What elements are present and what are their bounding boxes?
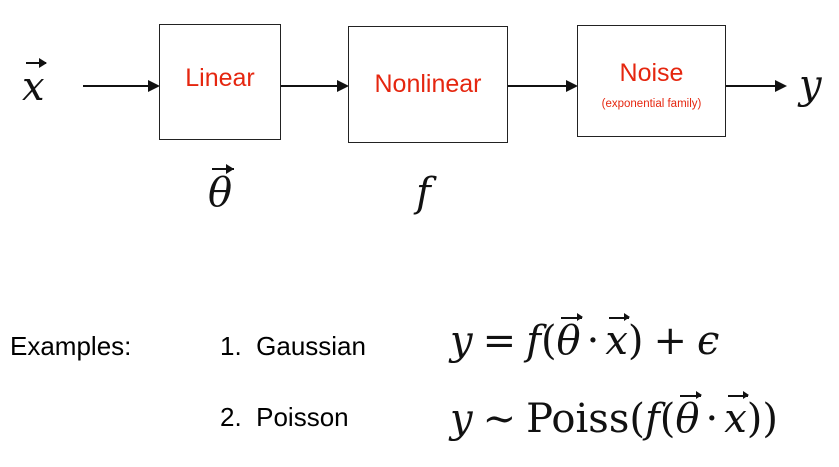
eq2-close: ) bbox=[746, 396, 763, 442]
eq1-open: ( bbox=[540, 318, 557, 364]
eq1-theta: θ bbox=[556, 313, 583, 364]
eq1-noise: ϵ bbox=[697, 318, 720, 364]
eq2-f: f bbox=[644, 396, 660, 442]
eq1-x: x bbox=[605, 313, 630, 364]
eq2-relation: ∼ bbox=[482, 396, 517, 442]
linear-parameter: θ bbox=[208, 164, 235, 216]
example-1-equation: y=f(θ·x)+ϵ bbox=[450, 313, 720, 364]
eq2-x: x bbox=[724, 391, 749, 442]
eq2-open: ( bbox=[659, 396, 676, 442]
eq2-close-outer: ) bbox=[762, 396, 778, 442]
arrow-head-nonlinear-to-noise bbox=[566, 80, 578, 92]
noise-block: Noise (exponential family) bbox=[577, 25, 726, 137]
eq1-close: ) bbox=[627, 318, 644, 364]
noise-block-sublabel: (exponential family) bbox=[601, 97, 702, 110]
nonlinear-block-label: Nonlinear bbox=[374, 70, 482, 98]
examples-heading: Examples: bbox=[10, 331, 132, 361]
example-2-label: 2. Poisson bbox=[220, 402, 349, 432]
input-vector-x: x bbox=[22, 58, 47, 110]
input-symbol: x bbox=[22, 58, 47, 110]
example-1-label: 1. Gaussian bbox=[220, 331, 366, 361]
eq2-open-outer: ( bbox=[629, 396, 645, 442]
arrow-linear-to-nonlinear bbox=[281, 85, 338, 87]
eq1-lhs: y bbox=[450, 318, 473, 364]
eq2-lhs: y bbox=[450, 396, 473, 442]
linear-block-label: Linear bbox=[185, 63, 255, 92]
arrow-head-linear-to-nonlinear bbox=[337, 80, 349, 92]
eq2-theta: θ bbox=[675, 391, 702, 442]
nonlinear-block: Nonlinear bbox=[348, 26, 508, 143]
arrow-head-input-to-linear bbox=[148, 80, 160, 92]
eq2-func: Poiss bbox=[526, 396, 630, 442]
arrow-head-noise-to-output bbox=[775, 80, 787, 92]
example-2-equation: y∼Poiss(f(θ·x)) bbox=[450, 391, 778, 442]
eq1-dot: · bbox=[586, 318, 600, 364]
eq2-dot: · bbox=[705, 396, 719, 442]
noise-block-label: Noise bbox=[619, 58, 684, 87]
eq1-f: f bbox=[526, 318, 541, 364]
arrow-noise-to-output bbox=[726, 85, 776, 87]
arrow-nonlinear-to-noise bbox=[508, 85, 567, 87]
theta-vector: θ bbox=[208, 164, 235, 216]
output-symbol: y bbox=[799, 62, 822, 108]
arrow-input-to-linear bbox=[83, 85, 149, 87]
linear-block: Linear bbox=[159, 24, 281, 140]
eq1-plus: + bbox=[653, 318, 688, 364]
eq1-relation: = bbox=[482, 318, 517, 364]
nonlinear-parameter: f bbox=[416, 170, 431, 216]
